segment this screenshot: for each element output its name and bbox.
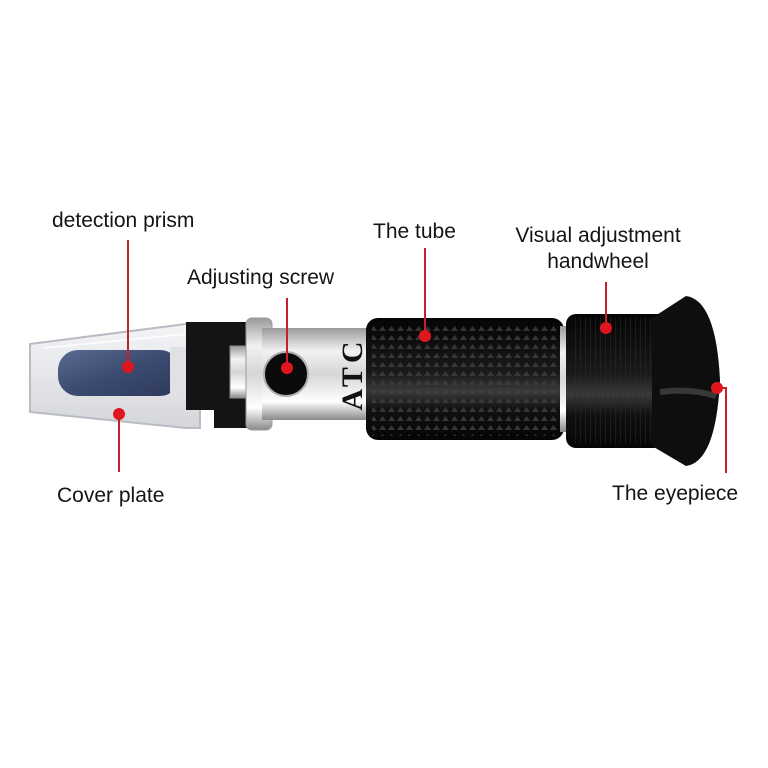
callout-dot-adjusting-screw — [281, 362, 293, 374]
prism-shape — [58, 350, 180, 396]
tube-grip-shape — [366, 318, 564, 440]
callout-dot-eyepiece — [711, 382, 723, 394]
leader-cover-plate — [118, 414, 120, 472]
leader-handwheel — [605, 282, 607, 328]
label-cover-plate: Cover plate — [57, 484, 165, 507]
label-adjusting-screw: Adjusting screw — [187, 266, 335, 289]
eyepiece-shape — [652, 296, 720, 466]
label-handwheel-line1: Visual adjustment — [515, 224, 681, 247]
leader-the-tube — [424, 248, 426, 334]
label-the-tube: The tube — [373, 220, 456, 243]
leader-eyepiece-vertical — [725, 387, 727, 473]
handwheel-shape — [566, 314, 670, 448]
callout-dot-handwheel — [600, 322, 612, 334]
leader-detection-prism — [127, 240, 129, 366]
label-visual-adjustment-handwheel: Visual adjustment handwheel — [500, 223, 696, 275]
callout-dot-the-tube — [419, 330, 431, 342]
callout-dot-cover-plate — [113, 408, 125, 420]
callout-dot-detection-prism — [122, 361, 134, 373]
label-handwheel-line2: handwheel — [547, 250, 649, 273]
label-the-eyepiece: The eyepiece — [612, 482, 739, 505]
atc-marking: ATC — [336, 337, 369, 410]
label-detection-prism: detection prism — [52, 209, 195, 232]
leader-adjusting-screw — [286, 298, 288, 368]
